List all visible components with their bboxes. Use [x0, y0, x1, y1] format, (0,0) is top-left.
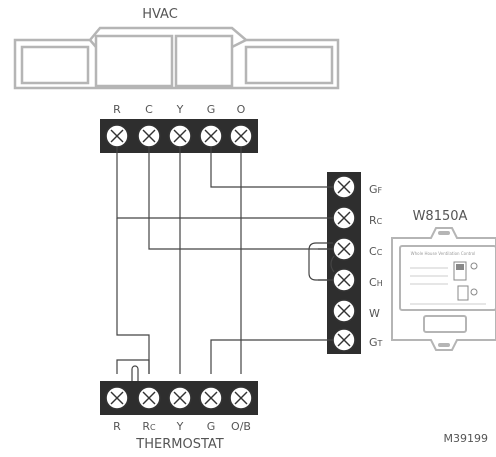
hvac-center-left-panel	[94, 34, 174, 88]
hvac-title: HVAC	[142, 7, 178, 22]
hvac-terminal-label-r: R	[113, 103, 121, 116]
hvac-screw-g	[199, 124, 223, 148]
hvac-screw-r	[105, 124, 129, 148]
wires	[116, 147, 335, 389]
vent-label-cc: CC	[369, 245, 383, 258]
wire-hvac-g-to-gf	[210, 147, 333, 188]
vent-screw-cc	[332, 237, 356, 261]
thermostat-screw-y	[168, 386, 192, 410]
hvac-terminal-label-g: G	[207, 103, 216, 116]
vent-screw-w	[332, 299, 356, 323]
vent-screw-gt	[332, 328, 356, 352]
vent-label-gf: GF	[369, 183, 383, 196]
wire-hvac-c-to-cc	[148, 147, 333, 250]
hvac-terminal-label-c: C	[145, 103, 153, 116]
w8150a-dial	[457, 285, 469, 301]
thermostat-label-r: R	[113, 420, 121, 433]
w8150a-indicator-led-2	[470, 288, 478, 296]
w8150a-top-mount-hole	[438, 231, 450, 235]
thermostat-screw-g	[199, 386, 223, 410]
thermostat-screw-r	[105, 386, 129, 410]
wire-r-to-thermostat-rc	[116, 218, 150, 374]
hvac-terminal-strip	[100, 119, 258, 153]
hvac-unit: HVAC	[13, 7, 340, 90]
hvac-center-right-panel	[174, 34, 234, 88]
jumper-thermostat-r-rc	[116, 359, 150, 374]
ventilation-terminal-strip	[327, 172, 361, 354]
w8150a-indicator-led	[470, 262, 478, 270]
ventilation-terminal-labels: GF RC CC CH W GT	[369, 183, 383, 349]
thermostat-terminal-strip	[100, 381, 258, 415]
jumper-cc-ch-outer	[308, 242, 333, 281]
thermostat-label-rc: RC	[142, 420, 156, 433]
vent-screw-rc	[332, 206, 356, 230]
hvac-screw-c	[137, 124, 161, 148]
thermostat-screw-rc	[137, 386, 161, 410]
vent-label-gt: GT	[369, 336, 383, 349]
hvac-left-panel	[20, 45, 90, 85]
thermostat-label-ob: O/B	[231, 420, 251, 433]
w8150a-model-label: W8150A	[413, 209, 468, 224]
w8150a-panel-text: Whole House Ventilation Control	[411, 251, 476, 256]
w8150a-device: W8150A Whole House Ventilation Control	[391, 209, 496, 351]
vent-screw-gf	[332, 175, 356, 199]
thermostat-label-g: G	[207, 420, 216, 433]
vent-label-rc: RC	[369, 214, 383, 227]
w8150a-bottom-mount-hole	[438, 343, 450, 347]
thermostat-title: THERMOSTAT	[135, 437, 223, 452]
hvac-terminal-label-y: Y	[176, 103, 184, 116]
vent-screw-ch	[332, 268, 356, 292]
figure-id: M39199	[444, 432, 488, 445]
w8150a-wire-opening	[423, 315, 467, 333]
vent-label-w: W	[369, 307, 380, 320]
hvac-screw-y	[168, 124, 192, 148]
thermostat-terminal-labels: R RC Y G O/B THERMOSTAT	[113, 420, 251, 452]
wire-gt-to-thermostat-g	[210, 339, 333, 374]
jumper-cc-ch-inner	[330, 255, 335, 273]
thermostat-label-y: Y	[176, 420, 184, 433]
hvac-right-panel	[244, 45, 334, 85]
vent-label-ch: CH	[369, 276, 383, 289]
hvac-screw-o	[229, 124, 253, 148]
hvac-terminal-label-o: O	[237, 103, 246, 116]
hvac-terminal-labels: R C Y G O	[113, 103, 245, 116]
thermostat-screw-ob	[229, 386, 253, 410]
